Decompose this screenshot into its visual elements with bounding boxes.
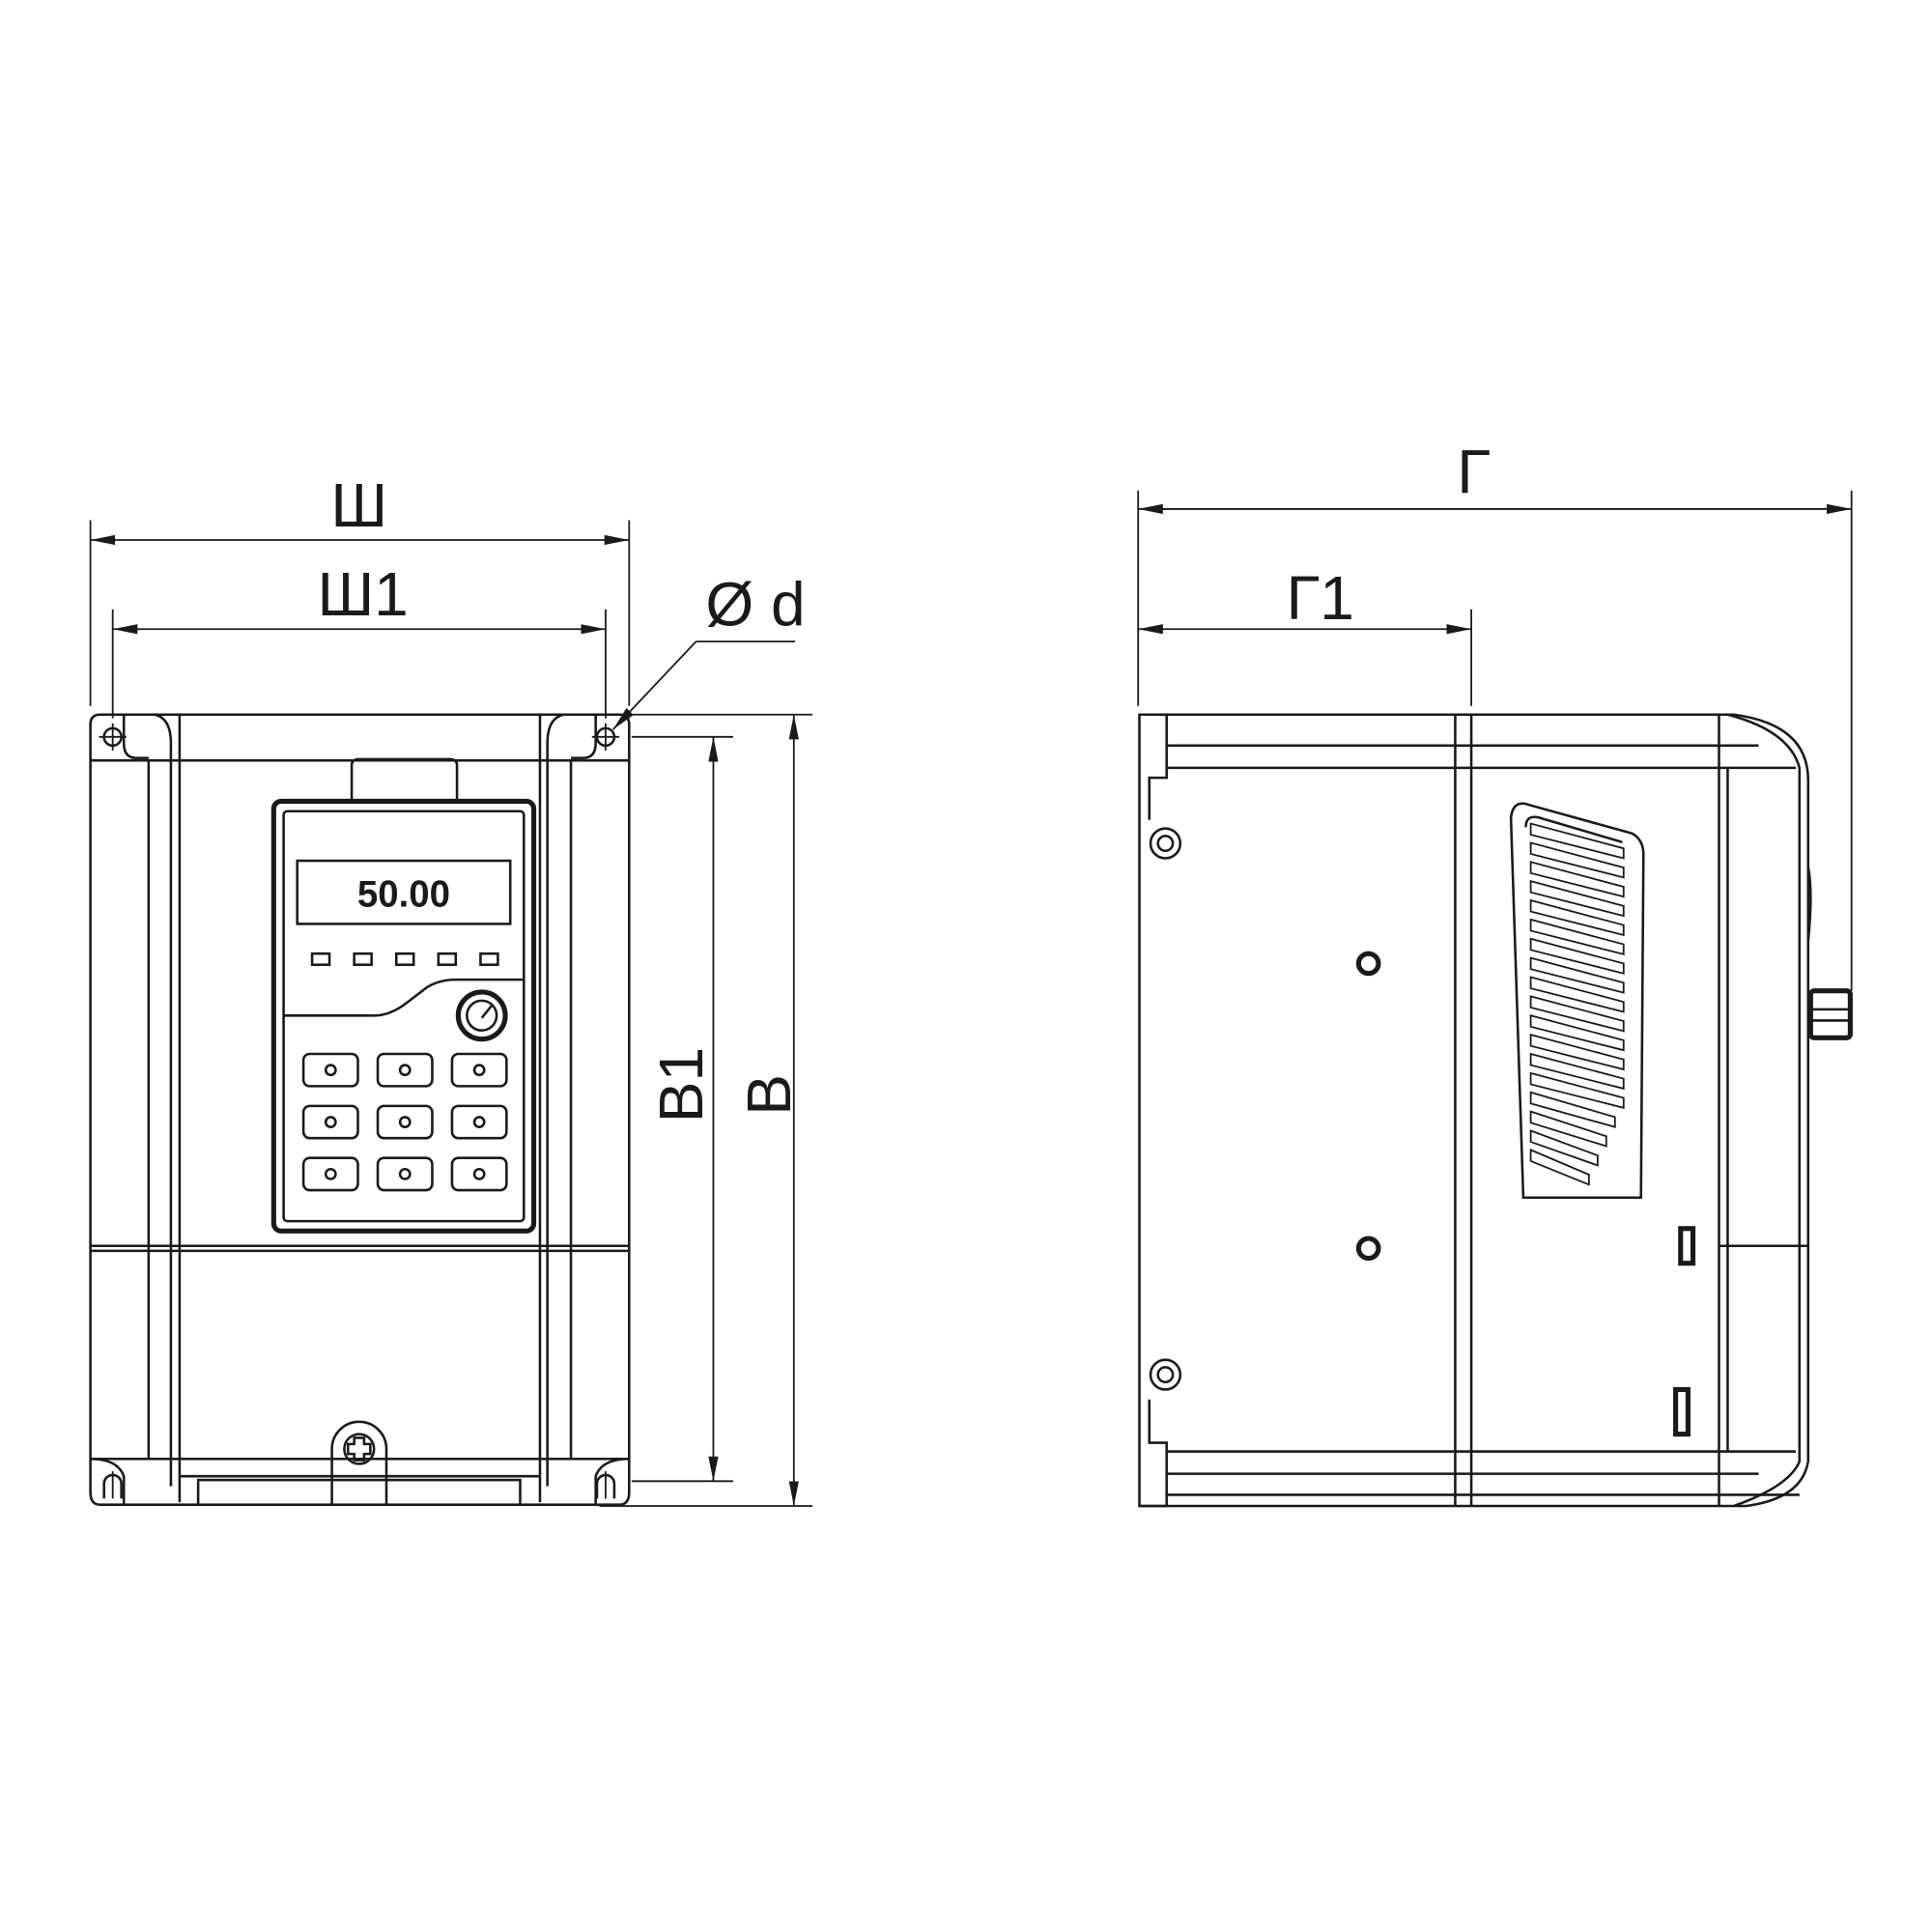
keypad-button[interactable] (301, 1052, 359, 1088)
vent-slat (1529, 995, 1625, 1033)
keypad-button[interactable] (376, 1052, 434, 1088)
keypad-button[interactable] (376, 1104, 434, 1140)
side-slot-lower (1673, 1386, 1690, 1437)
keypad-panel: 50.00 (270, 798, 537, 1234)
mounting-slot-bottom-right (595, 1471, 616, 1499)
front-view: 50.00 (89, 713, 631, 1506)
vent-slat (1529, 1014, 1625, 1052)
label-width-mount: Ш1 (317, 559, 408, 629)
mounting-hole-top-right (591, 723, 620, 751)
dimension-height-mount: В1 (631, 735, 733, 1483)
keypad-button[interactable] (376, 1156, 434, 1192)
vent-slat (1529, 956, 1625, 994)
vent-slat (1529, 1110, 1607, 1148)
mounting-hole-top-left (99, 723, 127, 751)
vent-slat (1529, 976, 1625, 1013)
vent-slat (1529, 937, 1625, 975)
cover-screw (330, 1420, 388, 1505)
dimension-width: Ш (89, 470, 631, 706)
keypad-button[interactable] (301, 1104, 359, 1140)
side-view (1138, 713, 1853, 1508)
keypad-buttons (301, 1052, 508, 1192)
side-hole-upper (1355, 951, 1381, 977)
vent-slat (1529, 1149, 1590, 1186)
label-depth-mount: Г1 (1286, 563, 1353, 633)
label-width: Ш (330, 470, 387, 540)
dimension-depth-mount: Г1 (1138, 563, 1472, 706)
side-screw-bottom (1149, 1358, 1182, 1391)
keypad-top-latch (350, 757, 459, 803)
vent-slat (1529, 1071, 1625, 1109)
status-leds (310, 952, 499, 967)
side-screw-top (1149, 827, 1182, 860)
vent-slat (1529, 918, 1625, 955)
potentiometer-knob[interactable] (455, 989, 508, 1042)
vent-slat (1529, 898, 1625, 937)
label-hole-diameter: Ø d (705, 569, 805, 639)
label-height-mount: В1 (646, 1047, 716, 1122)
lcd-display (296, 859, 512, 925)
dimension-hole: Ø d (611, 569, 806, 730)
label-depth: Г (1457, 437, 1491, 506)
vent-slat (1529, 880, 1625, 918)
dimension-depth: Г (1137, 437, 1853, 991)
vent-slat (1529, 861, 1625, 898)
keypad-button[interactable] (450, 1104, 508, 1140)
ventilation-grille (1509, 802, 1645, 1200)
status-led (310, 952, 331, 967)
label-height: В (734, 1074, 804, 1116)
vent-slat (1529, 822, 1625, 860)
display-value: 50.00 (357, 873, 450, 915)
side-slot-upper (1678, 1226, 1696, 1266)
keypad-button[interactable] (301, 1156, 359, 1192)
vent-slat (1529, 841, 1625, 879)
front-housing (89, 713, 631, 1506)
side-knob (1807, 988, 1853, 1040)
dimension-height: В (599, 713, 813, 1507)
side-housing (1138, 713, 1812, 1508)
status-led (479, 952, 499, 967)
status-led (394, 952, 415, 967)
vent-slat (1529, 1033, 1625, 1071)
keypad-button[interactable] (450, 1052, 508, 1088)
dimension-width-mount: Ш1 (111, 559, 607, 719)
status-led (437, 952, 458, 967)
vent-slat (1529, 1052, 1625, 1091)
keypad-button[interactable] (450, 1156, 508, 1192)
status-led (353, 952, 373, 967)
vent-slat (1529, 1091, 1616, 1128)
mounting-slot-bottom-left (102, 1471, 123, 1499)
side-hole-lower (1355, 1236, 1381, 1262)
vent-slat (1529, 1129, 1599, 1167)
